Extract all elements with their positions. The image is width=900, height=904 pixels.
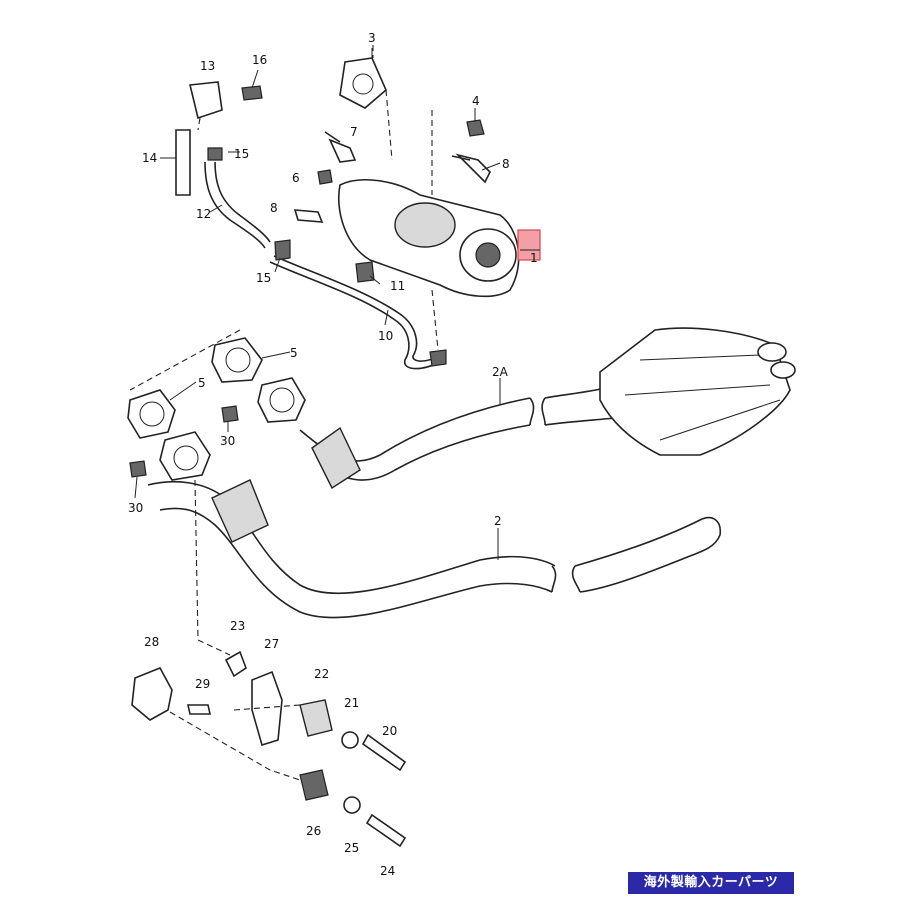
washer-25 [343,796,361,814]
bolt-24 [365,813,407,848]
callout-30-lower: 30 [128,501,143,515]
callout-14: 14 [142,151,157,165]
exhaust-pipe-2a [299,327,796,490]
callout-22: 22 [314,667,329,681]
callout-27: 27 [264,637,279,651]
callout-11: 11 [390,279,405,293]
callout-25: 25 [344,841,359,855]
mounting-hardware [131,639,407,848]
bracket-28 [131,666,173,721]
callout-24: 24 [380,864,395,878]
callout-8-lower: 8 [270,201,278,215]
callout-29: 29 [195,677,210,691]
bolt-23 [224,650,247,678]
bracket-13 [189,81,223,120]
bushing-22 [299,699,333,737]
exhaust-pipe-2 [147,479,722,619]
callout-20: 20 [382,724,397,738]
callout-26: 26 [306,824,321,838]
callout-5-lower: 5 [198,376,206,390]
flanges-gaskets [127,329,306,641]
callout-30-upper: 30 [220,434,235,448]
shop-banner: 海外製輸入カーパーツ [628,872,794,894]
callout-1: 1 [530,251,538,265]
leader-lines [134,48,540,560]
callout-12: 12 [196,207,211,221]
callout-8-upper: 8 [502,157,510,171]
catalytic-highlight [517,229,541,261]
bracket-27 [251,670,283,747]
callout-16: 16 [252,53,267,67]
callout-4: 4 [472,94,480,108]
callout-10: 10 [378,329,393,343]
washer-21 [341,731,359,749]
callout-13: 13 [200,59,215,73]
callout-2a: 2A [492,365,509,379]
gasket-3 [339,45,393,161]
callout-21: 21 [344,696,359,710]
callout-28: 28 [144,635,159,649]
bolt-20 [361,733,407,772]
callout-6: 6 [292,171,300,185]
mount-26 [299,769,329,801]
pipe-10 [269,255,447,370]
egr-pipe-12 [175,81,291,261]
callout-2: 2 [494,514,502,528]
callout-15-upper: 15 [234,147,249,161]
pipe-14 [175,129,191,196]
lambda-sensors [293,110,491,223]
callout-5-upper: 5 [290,346,298,360]
callout-7: 7 [350,125,358,139]
callout-23: 23 [230,619,245,633]
callout-3: 3 [368,31,376,45]
callout-15-lower: 15 [256,271,271,285]
callout-labels: 3 1 4 8 7 6 8 13 16 15 14 12 15 11 10 5 … [128,31,538,878]
catalytic-converter-1 [338,179,541,298]
